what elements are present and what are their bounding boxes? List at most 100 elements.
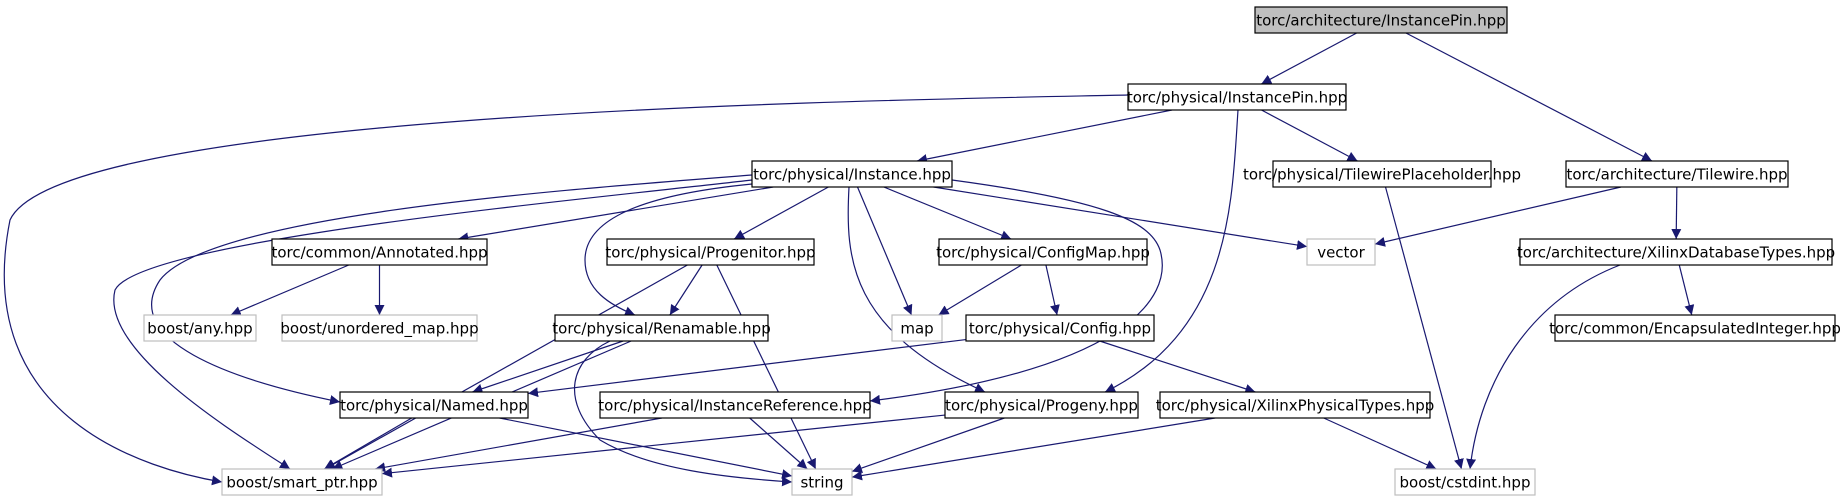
edge-torc-physical-instance-hpp-to-torc-physical-progeny-hpp [847,186,986,393]
edge-torc-architecture-instancepin-hpp-to-torc-physical-instancepin-hpp [1261,32,1357,85]
node-label: torc/physical/Config.hpp [969,320,1151,338]
node-box [1306,238,1376,266]
node-torc-architecture-instancepin-hpp[interactable]: torc/architecture/InstancePin.hpp [1254,6,1508,34]
node-label: boost/cstdint.hpp [1400,474,1531,492]
node-torc-physical-tilewireplaceholder-hpp[interactable]: torc/physical/TilewirePlaceholder.hpp [1243,160,1521,188]
edge-torc-physical-configmap-hpp-to-torc-physical-config-hpp [1045,264,1060,316]
node-box [1272,160,1492,188]
node-box [965,314,1155,342]
node-label: torc/physical/InstanceReference.hpp [598,397,871,415]
node-torc-physical-xilinxphysicaltypes-hpp[interactable]: torc/physical/XilinxPhysicalTypes.hpp [1156,391,1435,419]
node-label: torc/architecture/Tilewire.hpp [1566,166,1787,184]
nodes: torc/architecture/InstancePin.hpp torc/ph… [143,6,1840,496]
node-label: torc/common/Annotated.hpp [271,244,487,262]
edge-torc-architecture-xilinxdatabasetypes-hpp-to-torc-common-encapsulatedinteger-hpp [1678,264,1695,316]
edge-torc-physical-instance-hpp-to-torc-physical-renamable-hpp [584,183,753,316]
node-box [1565,160,1789,188]
edge-torc-physical-instance-hpp-to-torc-physical-named-hpp [151,174,753,405]
edge-torc-physical-instancereference-hpp-to-boost-smart-ptr-hpp [374,417,663,473]
edge-torc-physical-instancepin-hpp-to-torc-physical-tilewireplaceholder-hpp [1261,109,1358,162]
edge-torc-physical-config-hpp-to-torc-physical-xilinxphysicaltypes-hpp [1099,340,1256,394]
node-torc-physical-configmap-hpp[interactable]: torc/physical/ConfigMap.hpp [936,238,1150,266]
node-boost-cstdint-hpp: boost/cstdint.hpp [1394,468,1536,496]
edge-torc-physical-tilewireplaceholder-hpp-to-boost-cstdint-hpp [1384,186,1464,470]
node-box [944,391,1139,419]
edge-torc-physical-progeny-hpp-to-boost-smart-ptr-hpp [381,414,946,478]
node-label: torc/architecture/InstancePin.hpp [1256,12,1506,30]
node-box [1394,468,1536,496]
node-box [1519,238,1833,266]
edge-torc-physical-instancepin-hpp-to-torc-physical-instance-hpp [916,109,1173,164]
node-label: torc/physical/XilinxPhysicalTypes.hpp [1156,397,1435,415]
node-label: torc/physical/Named.hpp [340,397,528,415]
edge-torc-physical-named-hpp-to-boost-smart-ptr-hpp [323,417,413,470]
node-torc-physical-instancereference-hpp[interactable]: torc/physical/InstanceReference.hpp [598,391,872,419]
edge-torc-architecture-instancepin-hpp-to-torc-architecture-tilewire-hpp [1405,32,1653,162]
node-box [1159,391,1431,419]
edge-torc-physical-instance-hpp-to-torc-physical-instancereference-hpp [869,179,1163,405]
edge-torc-physical-instance-hpp-to-boost-smart-ptr-hpp [113,179,753,470]
edge-torc-physical-progenitor-hpp-to-torc-physical-renamable-hpp [669,264,703,316]
node-torc-physical-progenitor-hpp[interactable]: torc/physical/Progenitor.hpp [605,238,816,266]
node-box [554,314,769,342]
node-boost-smart-ptr-hpp: boost/smart_ptr.hpp [221,468,383,496]
edge-torc-physical-instance-hpp-to-vector [933,186,1308,250]
edge-torc-physical-progenitor-hpp-to-string [716,264,817,470]
edge-torc-physical-instance-hpp-to-torc-physical-progenitor-hpp [733,186,829,240]
edge-torc-physical-instance-hpp-to-torc-common-annotated-hpp [458,186,774,243]
node-label: torc/physical/InstancePin.hpp [1127,89,1347,107]
node-torc-architecture-xilinxdatabasetypes-hpp[interactable]: torc/architecture/XilinxDatabaseTypes.hp… [1517,238,1835,266]
edge-torc-physical-named-hpp-to-string [499,417,793,480]
edge-torc-physical-instancereference-hpp-to-string [749,417,808,470]
node-torc-physical-instance-hpp[interactable]: torc/physical/Instance.hpp [751,160,953,188]
node-box [938,238,1148,266]
node-box [791,468,853,496]
node-string: string [791,468,853,496]
edge-torc-physical-progeny-hpp-to-string [851,417,1005,473]
node-label: vector [1317,244,1365,262]
node-torc-common-encapsulatedinteger-hpp[interactable]: torc/common/EncapsulatedInteger.hpp [1549,314,1840,342]
node-label: boost/any.hpp [147,320,252,338]
node-torc-physical-instancepin-hpp[interactable]: torc/physical/InstancePin.hpp [1127,83,1347,111]
edge-torc-physical-instance-hpp-to-torc-physical-configmap-hpp [883,186,1012,240]
node-label: torc/physical/Progenitor.hpp [605,244,815,262]
node-box [606,238,815,266]
edge-torc-common-annotated-hpp-to-boost-any-hpp [230,264,350,316]
node-label: map [900,320,933,338]
node-label: boost/unordered_map.hpp [280,320,478,339]
node-torc-physical-named-hpp[interactable]: torc/physical/Named.hpp [339,391,529,419]
node-map: map [891,314,943,342]
node-torc-physical-config-hpp[interactable]: torc/physical/Config.hpp [965,314,1155,342]
edges [3,32,1695,487]
node-box [1254,6,1508,34]
edge-torc-architecture-tilewire-hpp-to-torc-architecture-xilinxdatabasetypes-hpp [1671,186,1682,240]
node-boost-any-hpp: boost/any.hpp [143,314,257,342]
node-label: torc/architecture/XilinxDatabaseTypes.hp… [1517,244,1835,262]
node-label: torc/physical/ConfigMap.hpp [936,244,1150,262]
node-torc-common-annotated-hpp[interactable]: torc/common/Annotated.hpp [271,238,488,266]
edge-torc-physical-instancepin-hpp-to-boost-smart-ptr-hpp [3,94,1129,486]
node-torc-physical-progeny-hpp[interactable]: torc/physical/Progeny.hpp [944,391,1139,419]
edge-torc-architecture-xilinxdatabasetypes-hpp-to-boost-cstdint-hpp [1466,264,1621,470]
node-box [1554,314,1836,342]
node-label: torc/physical/Progeny.hpp [945,397,1138,415]
node-label: torc/common/EncapsulatedInteger.hpp [1549,320,1840,338]
node-label: torc/physical/Instance.hpp [753,166,951,184]
node-boost-unordered-map-hpp: boost/unordered_map.hpp [280,314,479,342]
edge-torc-physical-progenitor-hpp-to-boost-smart-ptr-hpp [324,264,688,470]
node-torc-architecture-tilewire-hpp[interactable]: torc/architecture/Tilewire.hpp [1565,160,1789,188]
node-box [1127,83,1347,111]
edge-torc-physical-instance-hpp-to-map [856,186,913,316]
node-box [339,391,529,419]
node-label: torc/physical/TilewirePlaceholder.hpp [1243,166,1521,184]
node-torc-physical-renamable-hpp[interactable]: torc/physical/Renamable.hpp [552,314,771,342]
edge-torc-physical-configmap-hpp-to-map [938,264,1022,316]
node-label: torc/physical/Renamable.hpp [552,320,770,338]
edge-torc-physical-config-hpp-to-torc-physical-named-hpp [527,338,967,398]
edge-torc-physical-xilinxphysicaltypes-hpp-to-boost-cstdint-hpp [1323,417,1437,470]
edge-torc-physical-xilinxphysicaltypes-hpp-to-string [851,417,1216,481]
node-label: string [800,474,843,492]
edge-torc-physical-renamable-hpp-to-string [573,340,793,487]
node-box [281,314,478,342]
